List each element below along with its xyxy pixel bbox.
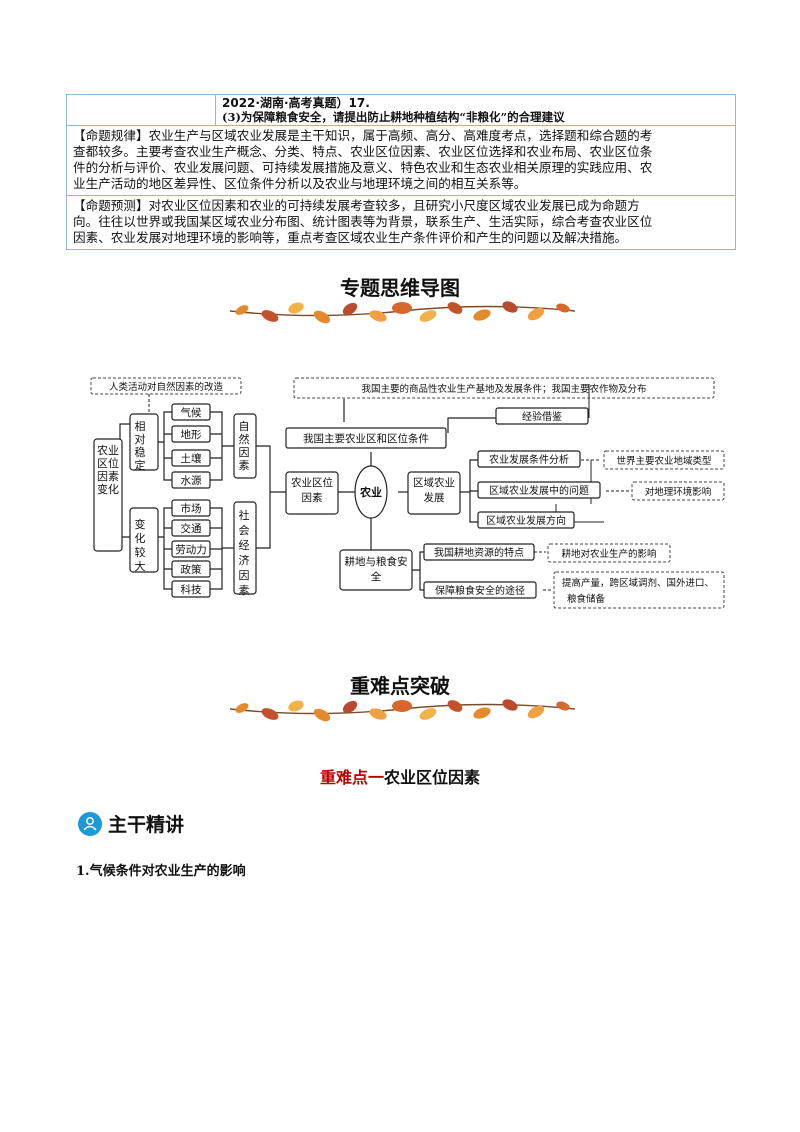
mind-map: 人类活动对自然因素的改造 我国主要的商品性农业生产基地及发展条件；我国主要农作物… [90, 377, 725, 609]
rule-line: 件的分析与评价、农业发展问题、可持续发展措施及意义、特色农业和生态农业相关原理的… [73, 160, 653, 175]
location-factors-box: 农业区位因素 [291, 477, 333, 504]
left-root-label: 农业区位因素变化 [97, 444, 119, 496]
main-lecture-heading: 主干精讲 [78, 810, 184, 837]
social-factors-label: 社会经济因素 [238, 509, 250, 597]
china-regions-box: 我国主要农业区和区位条件 [303, 432, 429, 445]
main-lecture-title: 主干精讲 [108, 814, 185, 836]
factor-policy: 政策 [181, 563, 202, 576]
dev-problems-box: 区域农业发展中的问题 [489, 484, 589, 497]
rule-line: 查都较多。主要考查农业生产概念、分类、特点、农业区位因素、农业区位选择和农业布局… [73, 144, 653, 159]
land-features-box: 我国耕地资源的特点 [434, 546, 524, 559]
rule-line: 业生产活动的地区差异性、区位条件分析以及农业与地理环境之间的相互关系等。 [73, 176, 527, 191]
key-point-topic: 农业区位因素 [384, 768, 481, 787]
forecast-paragraph: 【命题预测】对农业区位因素和农业的可持续发展考查较多，且研究小尺度区域农业发展已… [67, 195, 735, 249]
factor-soil: 土壤 [181, 452, 202, 465]
land-impact-note: 耕地对农业生产的影响 [561, 548, 656, 560]
factor-climate: 气候 [181, 406, 202, 419]
rule-line: 【命题规律】农业生产与区域农业发展是主干知识，属于高频、高分、高难度考点，选择题… [73, 128, 653, 143]
key-points-section-title: 重难点突破 [350, 674, 450, 698]
food-measures-line1: 提高产量，跨区域调剂、国外进口、 [562, 577, 714, 589]
header-row: 2022·湖南·高考真题）17. (3)为保障粮食安全，请提出防止耕地种植结构“… [67, 95, 735, 126]
food-security-box: 保障粮食安全的途径 [435, 584, 525, 597]
food-measures-line2: 粮食储备 [567, 593, 606, 605]
land-food-box: 耕地与粮食安全 [344, 556, 408, 583]
leaf-garland-divider-2 [230, 699, 575, 722]
header-table: 2022·湖南·高考真题）17. (3)为保障粮食安全，请提出防止耕地种植结构“… [66, 94, 736, 250]
factor-terrain: 地形 [181, 428, 202, 441]
forecast-line: 【命题预测】对农业区位因素和农业的可持续发展考查较多，且研究小尺度区域农业发展已… [73, 198, 640, 213]
exam-source: 2022·湖南·高考真题）17. [222, 96, 370, 110]
base-top-note: 我国主要的商品性农业生产基地及发展条件；我国主要农作物及分布 [361, 383, 646, 395]
regional-dev-box: 区域农业发展 [413, 477, 455, 504]
header-question-cell: 2022·湖南·高考真题）17. (3)为保障粮食安全，请提出防止耕地种植结构“… [216, 95, 735, 125]
mindmap-section-title: 专题思维导图 [340, 276, 460, 300]
factor-water: 水源 [181, 474, 202, 487]
exam-question: (3)为保障粮食安全，请提出防止耕地种植结构“非粮化”的合理建议 [222, 110, 565, 124]
variable-label: 变化较大 [134, 518, 146, 573]
experience-box: 经验借鉴 [522, 410, 562, 423]
human-change-note: 人类活动对自然因素的改造 [109, 381, 224, 393]
climate-subheading: 1.气候条件对农业生产的影响 [76, 864, 246, 879]
header-empty-cell [67, 95, 216, 125]
rule-paragraph: 【命题规律】农业生产与区域农业发展是主干知识，属于高频、高分、高难度考点，选择题… [67, 126, 735, 195]
forecast-line: 因素、农业发展对地理环境的影响等，重点考查区域农业生产条件评价和产生的问题以及解… [73, 230, 628, 245]
factor-transport: 交通 [181, 522, 202, 535]
factor-market: 市场 [181, 502, 202, 515]
world-types-note: 世界主要农业地域类型 [616, 455, 712, 467]
key-point-title: 重难点一农业区位因素 [0, 764, 800, 788]
stable-label: 相对稳定 [134, 420, 146, 472]
natural-factors-label: 自然因素 [238, 420, 250, 472]
factor-technology: 科技 [181, 583, 202, 596]
factor-labor: 劳动力 [175, 543, 207, 556]
env-impact-note: 对地理环境影响 [645, 486, 712, 498]
people-icon [78, 811, 102, 836]
key-point-number: 重难点一 [319, 768, 384, 787]
forecast-line: 向。往往以世界或我国某区域农业分布图、统计图表等为背景，联系生产、生活实际，综合… [73, 214, 653, 229]
dev-direction-box: 区域农业发展方向 [486, 514, 566, 527]
center-node: 农业 [359, 485, 382, 499]
dev-analysis-box: 农业发展条件分析 [489, 453, 569, 466]
leaf-garland-divider [230, 301, 575, 324]
